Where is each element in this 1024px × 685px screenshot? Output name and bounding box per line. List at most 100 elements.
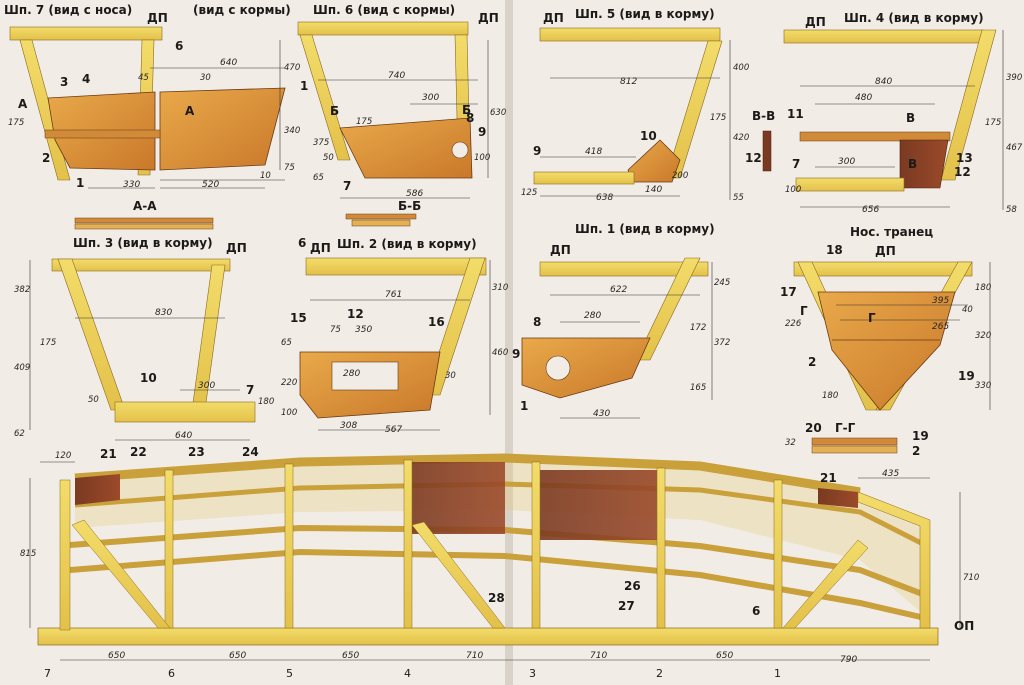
f3-dim-50: 50	[88, 395, 99, 405]
f7-mark-a: А	[18, 97, 28, 111]
station-1: 1	[774, 667, 781, 680]
tr-dim-265: 265	[932, 322, 949, 332]
f3-dim-62: 62	[14, 429, 25, 439]
panel-dark-right	[535, 470, 663, 540]
section-bb	[345, 213, 417, 227]
hull-dim-710b: 710	[590, 651, 607, 661]
frame5-dp: ДП	[543, 11, 564, 25]
f3-dim-409: 409	[14, 363, 30, 373]
f7-dim-45: 45	[138, 73, 149, 83]
frame-6	[297, 21, 489, 199]
f3-part-7: 7	[246, 383, 254, 397]
f1-dim-372: 372	[714, 338, 730, 348]
f4-dim-58: 58	[1006, 205, 1017, 215]
hull-part-21b: 21	[820, 471, 837, 485]
f5-dim-420: 420	[733, 133, 749, 143]
hull-part-27: 27	[618, 599, 635, 613]
frame4-title: Шп. 4 (вид в корму)	[844, 11, 984, 25]
hull-dim-650a: 650	[108, 651, 125, 661]
f6-dim-100: 100	[474, 153, 490, 163]
f1-dim-172: 172	[690, 323, 706, 333]
f1-part-9: 9	[512, 347, 520, 361]
f2-part-6: 6	[298, 236, 306, 250]
f2-dim-30: 30	[445, 371, 456, 381]
f6-mark-b2: Б	[462, 103, 471, 117]
frame2-title: Шп. 2 (вид в корму)	[337, 237, 477, 251]
f2-dim-65: 65	[281, 338, 292, 348]
f7-part-6: 6	[175, 39, 183, 53]
f3-dim-180: 180	[258, 397, 274, 407]
transom-dp: ДП	[875, 244, 896, 258]
frame7-stern-title: (вид с кормы)	[193, 3, 291, 17]
f7-dim-30: 30	[200, 73, 211, 83]
f6-part-1: 1	[300, 79, 308, 93]
f7-dim-640: 640	[220, 58, 237, 68]
tr-part-2: 2	[808, 355, 816, 369]
frame-3	[29, 258, 256, 441]
f5-dim-400: 400	[733, 63, 749, 73]
frame2-dp: ДП	[310, 241, 331, 255]
tr-mark-g: Г	[800, 304, 808, 318]
f4-part-12a: 12	[745, 151, 762, 165]
tr-dim-330: 330	[975, 381, 991, 391]
hull-part-21: 21	[100, 447, 117, 461]
section-aa	[74, 217, 214, 230]
f1-dim-165: 165	[690, 383, 706, 393]
f7-part-2: 2	[42, 151, 50, 165]
f5-dim-140: 140	[645, 185, 662, 195]
f6-mark-b: Б	[330, 104, 339, 118]
f6-dim-65: 65	[313, 173, 324, 183]
hull-part-22: 22	[130, 445, 147, 459]
f7-dim-330: 330	[123, 180, 140, 190]
frame7-title: Шп. 7 (вид с носа)	[4, 3, 132, 17]
frame4-dp: ДП	[805, 15, 826, 29]
frame3-dp: ДП	[226, 241, 247, 255]
tr-dim-395: 395	[932, 296, 949, 306]
section-vv-label: В-В	[752, 109, 775, 123]
hull-dim-435: 435	[882, 469, 899, 479]
frame7-dp: ДП	[147, 11, 168, 25]
f1-dim-622: 622	[610, 285, 627, 295]
tr-part-19: 19	[958, 369, 975, 383]
f2-part-12: 12	[347, 307, 364, 321]
hull-dim-650c: 650	[342, 651, 359, 661]
frame-1	[521, 257, 713, 419]
f4-dim-840: 840	[875, 77, 892, 87]
f5-part-10: 10	[640, 129, 657, 143]
frame-4	[762, 29, 1004, 210]
f4-part-11: 11	[787, 107, 804, 121]
tr-dim-40: 40	[962, 305, 973, 315]
f5-part-9: 9	[533, 144, 541, 158]
f4-part-13: 13	[956, 151, 973, 165]
tr-dim-226: 226	[785, 319, 802, 329]
f4-dim-480: 480	[855, 93, 872, 103]
tr-part-19b: 19	[912, 429, 929, 443]
f5-dim-55: 55	[733, 193, 744, 203]
f2-dim-310: 310	[492, 283, 508, 293]
hull-dim-790: 790	[840, 655, 857, 665]
f2-dim-567: 567	[385, 425, 402, 435]
tr-part-17: 17	[780, 285, 797, 299]
f5-dim-125: 125	[521, 188, 537, 198]
tr-dim-32: 32	[785, 438, 796, 448]
f2-part-15: 15	[290, 311, 307, 325]
f6-dim-740: 740	[388, 71, 405, 81]
f5-dim-175: 175	[710, 113, 726, 123]
f7-dim-520: 520	[202, 180, 219, 190]
f7-dim-75: 75	[284, 163, 295, 173]
tr-mark-g2: Г	[868, 311, 876, 325]
f3-dim-300: 300	[198, 381, 215, 391]
f4-dim-467: 467	[1006, 143, 1023, 153]
f6-dim-375: 375	[313, 138, 329, 148]
frame5-title: Шп. 5 (вид в корму)	[575, 7, 715, 21]
hull-assembly	[29, 453, 961, 661]
hull-op: ОП	[954, 619, 974, 633]
f2-dim-220: 220	[281, 378, 297, 388]
tr-dim-320: 320	[975, 331, 991, 341]
f7-part-3: 3	[60, 75, 68, 89]
hull-part-28: 28	[488, 591, 505, 605]
f7-dim-340: 340	[284, 126, 300, 136]
f3-dim-382: 382	[14, 285, 30, 295]
f1-dim-245: 245	[714, 278, 730, 288]
frame6-dp: ДП	[478, 11, 499, 25]
